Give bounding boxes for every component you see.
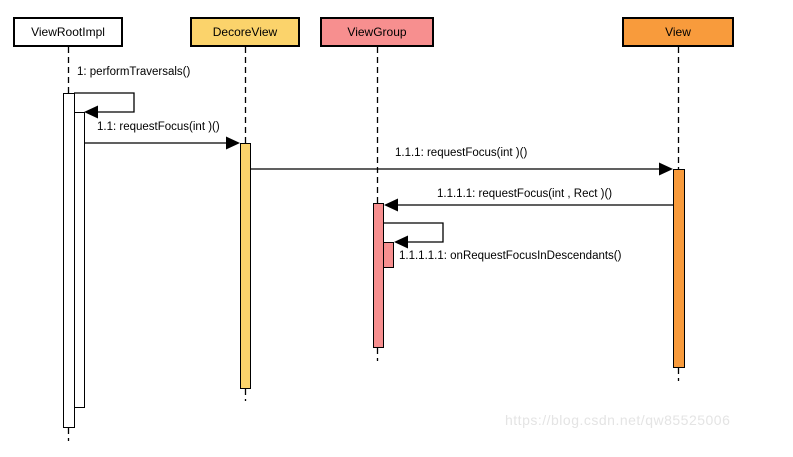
arrowhead-left-icon [84,105,98,119]
participant-label: ViewGroup [347,25,407,39]
participant-label: View [665,25,691,39]
participant-box-viewgroup: ViewGroup [320,17,434,47]
lifelines [67,47,680,441]
activation-bar-viewgroup [373,203,384,348]
arrowhead-right-icon [226,136,240,150]
participant-box-viewrootimpl: ViewRootImpl [13,17,123,47]
participant-box-decoreview: DecoreView [190,17,300,47]
message-onrequestfocus-arrow [384,222,444,249]
activation-bar-view [673,169,685,368]
message-label-requestfocus-1-1-1: 1.1.1: requestFocus(int )() [395,147,528,159]
watermark-text: https://blog.csdn.net/qw85525006 [505,412,731,428]
message-requestfocus-1-1-1-arrow [251,162,673,176]
message-requestfocus-rect-arrow [384,198,673,212]
activation-bar-decoreview [240,143,251,389]
participant-label: DecoreView [212,25,278,39]
arrowhead-left-icon [384,198,398,212]
message-label-onrequestfocus: 1.1.1.1.1: onRequestFocusInDescendants() [399,250,622,262]
activation-bar-viewrootimpl-inner [74,112,85,408]
message-requestfocus-1-1-arrow [85,136,240,150]
arrowhead-left-icon [394,235,408,249]
message-label-requestfocus-1-1: 1.1: requestFocus(int )() [97,121,220,133]
participant-box-view: View [622,17,734,47]
message-performtraversals-arrow [74,92,135,119]
activation-bar-viewgroup-nested [383,242,394,268]
message-label-requestfocus-rect: 1.1.1.1: requestFocus(int , Rect )() [437,188,613,200]
message-label-performtraversals: 1: performTraversals() [77,66,191,78]
arrowhead-right-icon [659,162,673,176]
participant-label: ViewRootImpl [31,25,105,39]
